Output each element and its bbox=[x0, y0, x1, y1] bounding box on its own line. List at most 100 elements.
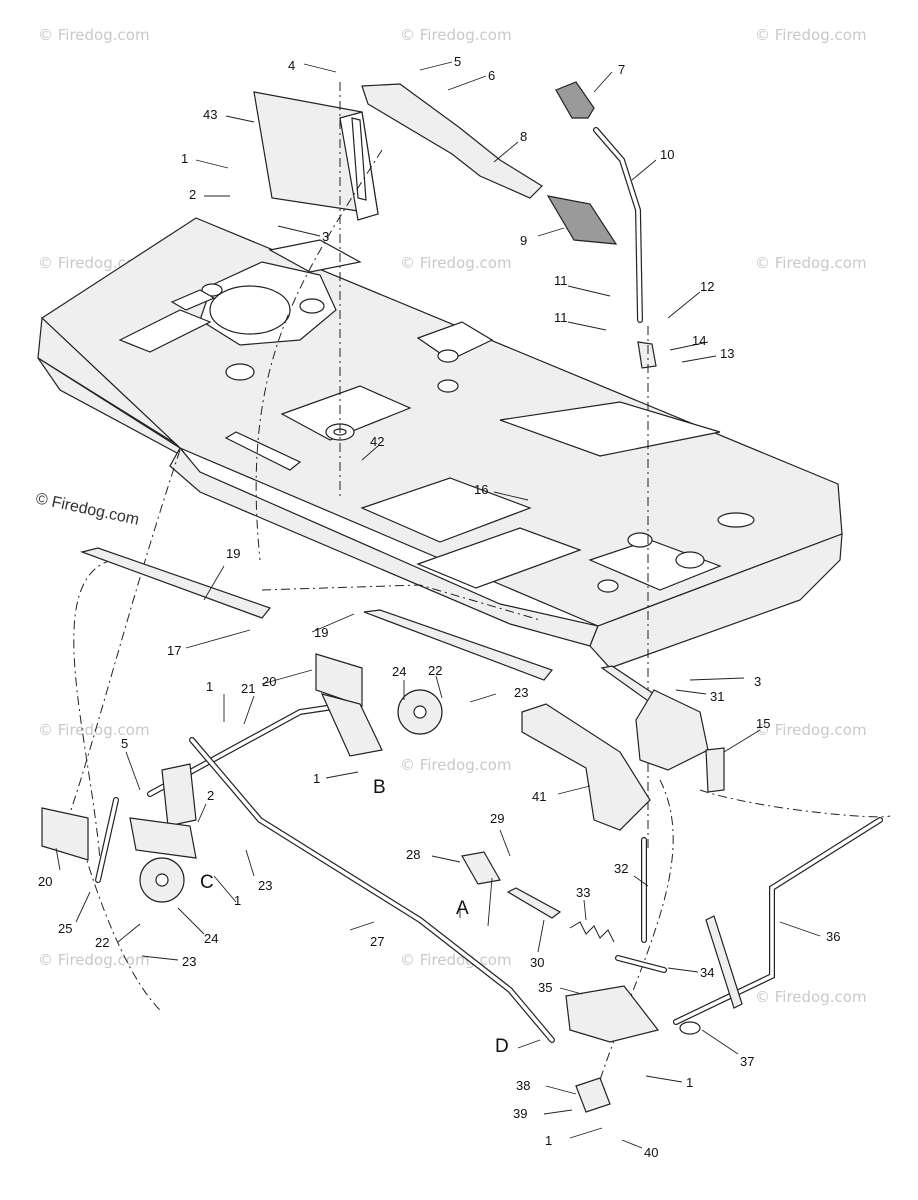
watermark-7: © Firedog.com bbox=[38, 721, 150, 739]
part-24-upper-sprocket bbox=[397, 689, 443, 735]
part-label-22b: 22 bbox=[95, 935, 109, 950]
part-label-23c: 23 bbox=[182, 954, 196, 969]
part-number-labels: 4 5 6 7 43 1 2 3 8 9 10 11 11 12 13 14 4… bbox=[38, 54, 840, 1160]
part-24-lower-sprocket bbox=[139, 857, 185, 903]
part-label-31: 31 bbox=[710, 689, 724, 704]
part-label-16: 16 bbox=[474, 482, 488, 497]
part-43-bracket-plate bbox=[253, 91, 379, 221]
part-label-42: 42 bbox=[370, 434, 384, 449]
part-label-1b: 1 bbox=[206, 679, 213, 694]
part-label-40: 40 bbox=[644, 1145, 658, 1160]
watermark-11: © Firedog.com bbox=[400, 951, 512, 969]
part-label-19b: 19 bbox=[314, 625, 328, 640]
part-label-9: 9 bbox=[520, 233, 527, 248]
arm-lever bbox=[705, 915, 743, 1009]
part-19-right-strap bbox=[363, 609, 553, 681]
part-label-23a: 23 bbox=[514, 685, 528, 700]
assembly-line-9 bbox=[77, 829, 161, 1011]
part-label-4: 4 bbox=[288, 58, 295, 73]
part-label-15: 15 bbox=[756, 716, 770, 731]
part-label-33: 33 bbox=[576, 885, 590, 900]
part-label-35: 35 bbox=[538, 980, 552, 995]
part-label-24b: 24 bbox=[204, 931, 218, 946]
assembly-line-8 bbox=[599, 779, 674, 1081]
watermark-6: © Firedog.com bbox=[755, 254, 867, 272]
part-label-32: 32 bbox=[614, 861, 628, 876]
part-label-1: 1 bbox=[181, 151, 188, 166]
part-15-arm bbox=[635, 689, 725, 793]
part-30-link bbox=[506, 887, 562, 919]
watermark-12: © Firedog.com bbox=[755, 988, 867, 1006]
assembly-line-6 bbox=[261, 584, 541, 621]
watermark-2: © Firedog.com bbox=[400, 26, 512, 44]
part-38-bracket bbox=[575, 1077, 611, 1113]
part-41-bracket bbox=[521, 703, 651, 831]
part-21-shaft bbox=[147, 703, 343, 797]
frame-plate bbox=[37, 217, 843, 669]
part-label-38: 38 bbox=[516, 1078, 530, 1093]
part-label-20b: 20 bbox=[38, 874, 52, 889]
part-label-3b: 3 bbox=[754, 674, 761, 689]
watermark-5: © Firedog.com bbox=[400, 254, 512, 272]
callout-d: D bbox=[495, 1036, 509, 1057]
watermark-1: © Firedog.com bbox=[38, 26, 150, 44]
part-27-long-rod bbox=[189, 737, 555, 1043]
part-label-5b: 5 bbox=[121, 736, 128, 751]
part-25-rod bbox=[95, 797, 119, 883]
assembly-line-4 bbox=[63, 449, 181, 831]
assembly-line-5 bbox=[73, 559, 113, 861]
part-label-1e: 1 bbox=[686, 1075, 693, 1090]
part-35-bracket bbox=[565, 985, 660, 1043]
watermarks: © Firedog.com © Firedog.com © Firedog.co… bbox=[38, 26, 867, 1006]
assembly-line-3 bbox=[255, 149, 383, 561]
callout-c: C bbox=[200, 872, 214, 893]
watermark-3: © Firedog.com bbox=[755, 26, 867, 44]
part-28-block bbox=[461, 851, 501, 885]
part-label-29: 29 bbox=[490, 811, 504, 826]
leader-lines bbox=[55, 61, 821, 1149]
part-label-7: 7 bbox=[618, 62, 625, 77]
copyright-label: © Firedog.com bbox=[34, 490, 140, 528]
part-label-27: 27 bbox=[370, 934, 384, 949]
callout-letters: A B C D bbox=[200, 777, 509, 1057]
callout-a: A bbox=[456, 898, 469, 919]
part-label-20a: 20 bbox=[262, 674, 276, 689]
part-33-spring bbox=[569, 921, 615, 943]
part-label-43: 43 bbox=[203, 107, 217, 122]
part-label-30: 30 bbox=[530, 955, 544, 970]
part-label-5: 5 bbox=[454, 54, 461, 69]
part-label-10: 10 bbox=[660, 147, 674, 162]
part-label-1d: 1 bbox=[234, 893, 241, 908]
part-label-22a: 22 bbox=[428, 663, 442, 678]
part-36-shaft bbox=[673, 817, 883, 1025]
part-14-clip bbox=[637, 341, 657, 369]
part-20-lower-plate bbox=[41, 807, 89, 861]
part-label-1f: 1 bbox=[545, 1133, 552, 1148]
part-label-34: 34 bbox=[700, 965, 714, 980]
watermark-9: © Firedog.com bbox=[755, 721, 867, 739]
part-label-2b: 2 bbox=[207, 788, 214, 803]
part-label-37: 37 bbox=[740, 1054, 754, 1069]
part-label-41: 41 bbox=[532, 789, 546, 804]
part-label-11b: 11 bbox=[554, 310, 568, 325]
part-label-28: 28 bbox=[406, 847, 420, 862]
part-label-13: 13 bbox=[720, 346, 734, 361]
part-7-knob bbox=[555, 81, 595, 119]
assembly-line-7 bbox=[699, 789, 891, 818]
part-label-12: 12 bbox=[700, 279, 714, 294]
watermark-10: © Firedog.com bbox=[38, 951, 150, 969]
part-label-6: 6 bbox=[488, 68, 495, 83]
callout-b: B bbox=[373, 777, 386, 798]
left-bracket bbox=[129, 693, 383, 859]
part-9-pedal-pad bbox=[546, 195, 618, 245]
part-label-2: 2 bbox=[189, 187, 196, 202]
part-label-11a: 11 bbox=[554, 273, 568, 288]
part-label-17: 17 bbox=[167, 643, 181, 658]
part-label-1c: 1 bbox=[313, 771, 320, 786]
part-8-pedal-arm bbox=[361, 83, 543, 199]
part-label-36: 36 bbox=[826, 929, 840, 944]
part-label-24a: 24 bbox=[392, 664, 406, 679]
part-20-upper-plate bbox=[315, 653, 363, 707]
part-label-39: 39 bbox=[513, 1106, 527, 1121]
